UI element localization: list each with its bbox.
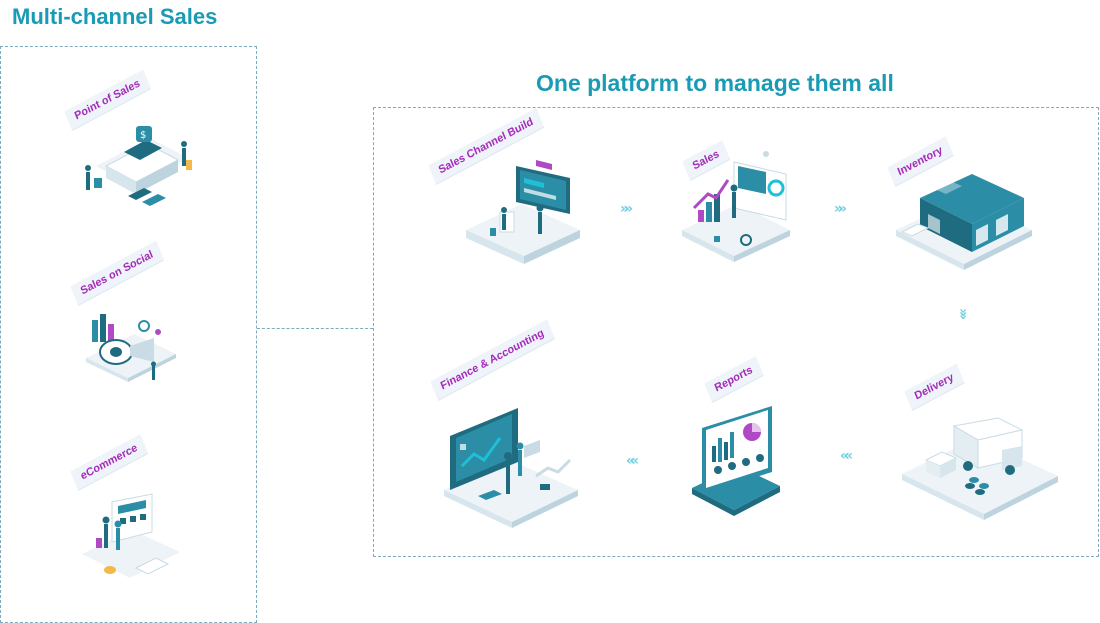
multi-channel-sales-heading: Multi-channel Sales [12, 4, 218, 29]
warehouse-icon [892, 168, 1036, 270]
arrow-right-2: »» [834, 201, 847, 217]
arrow-left-2: «« [626, 453, 639, 469]
sales-growth-icon [676, 150, 796, 265]
pos-terminal-icon: $ [78, 122, 198, 220]
channel-build-icon [460, 156, 586, 268]
social-megaphone-icon [78, 310, 184, 396]
panel-connector [257, 328, 373, 329]
platform-panel [373, 107, 1099, 557]
arrow-left-1: «« [840, 448, 853, 464]
svg-text:$: $ [140, 130, 146, 141]
arrow-right-1: »» [620, 201, 633, 217]
ecommerce-shop-icon [76, 493, 188, 588]
finance-board-icon [440, 404, 582, 528]
delivery-truck-icon [898, 416, 1062, 524]
platform-heading: One platform to manage them all [536, 70, 894, 96]
reports-dashboard-icon [688, 402, 784, 516]
arrow-down: »» [955, 308, 971, 315]
